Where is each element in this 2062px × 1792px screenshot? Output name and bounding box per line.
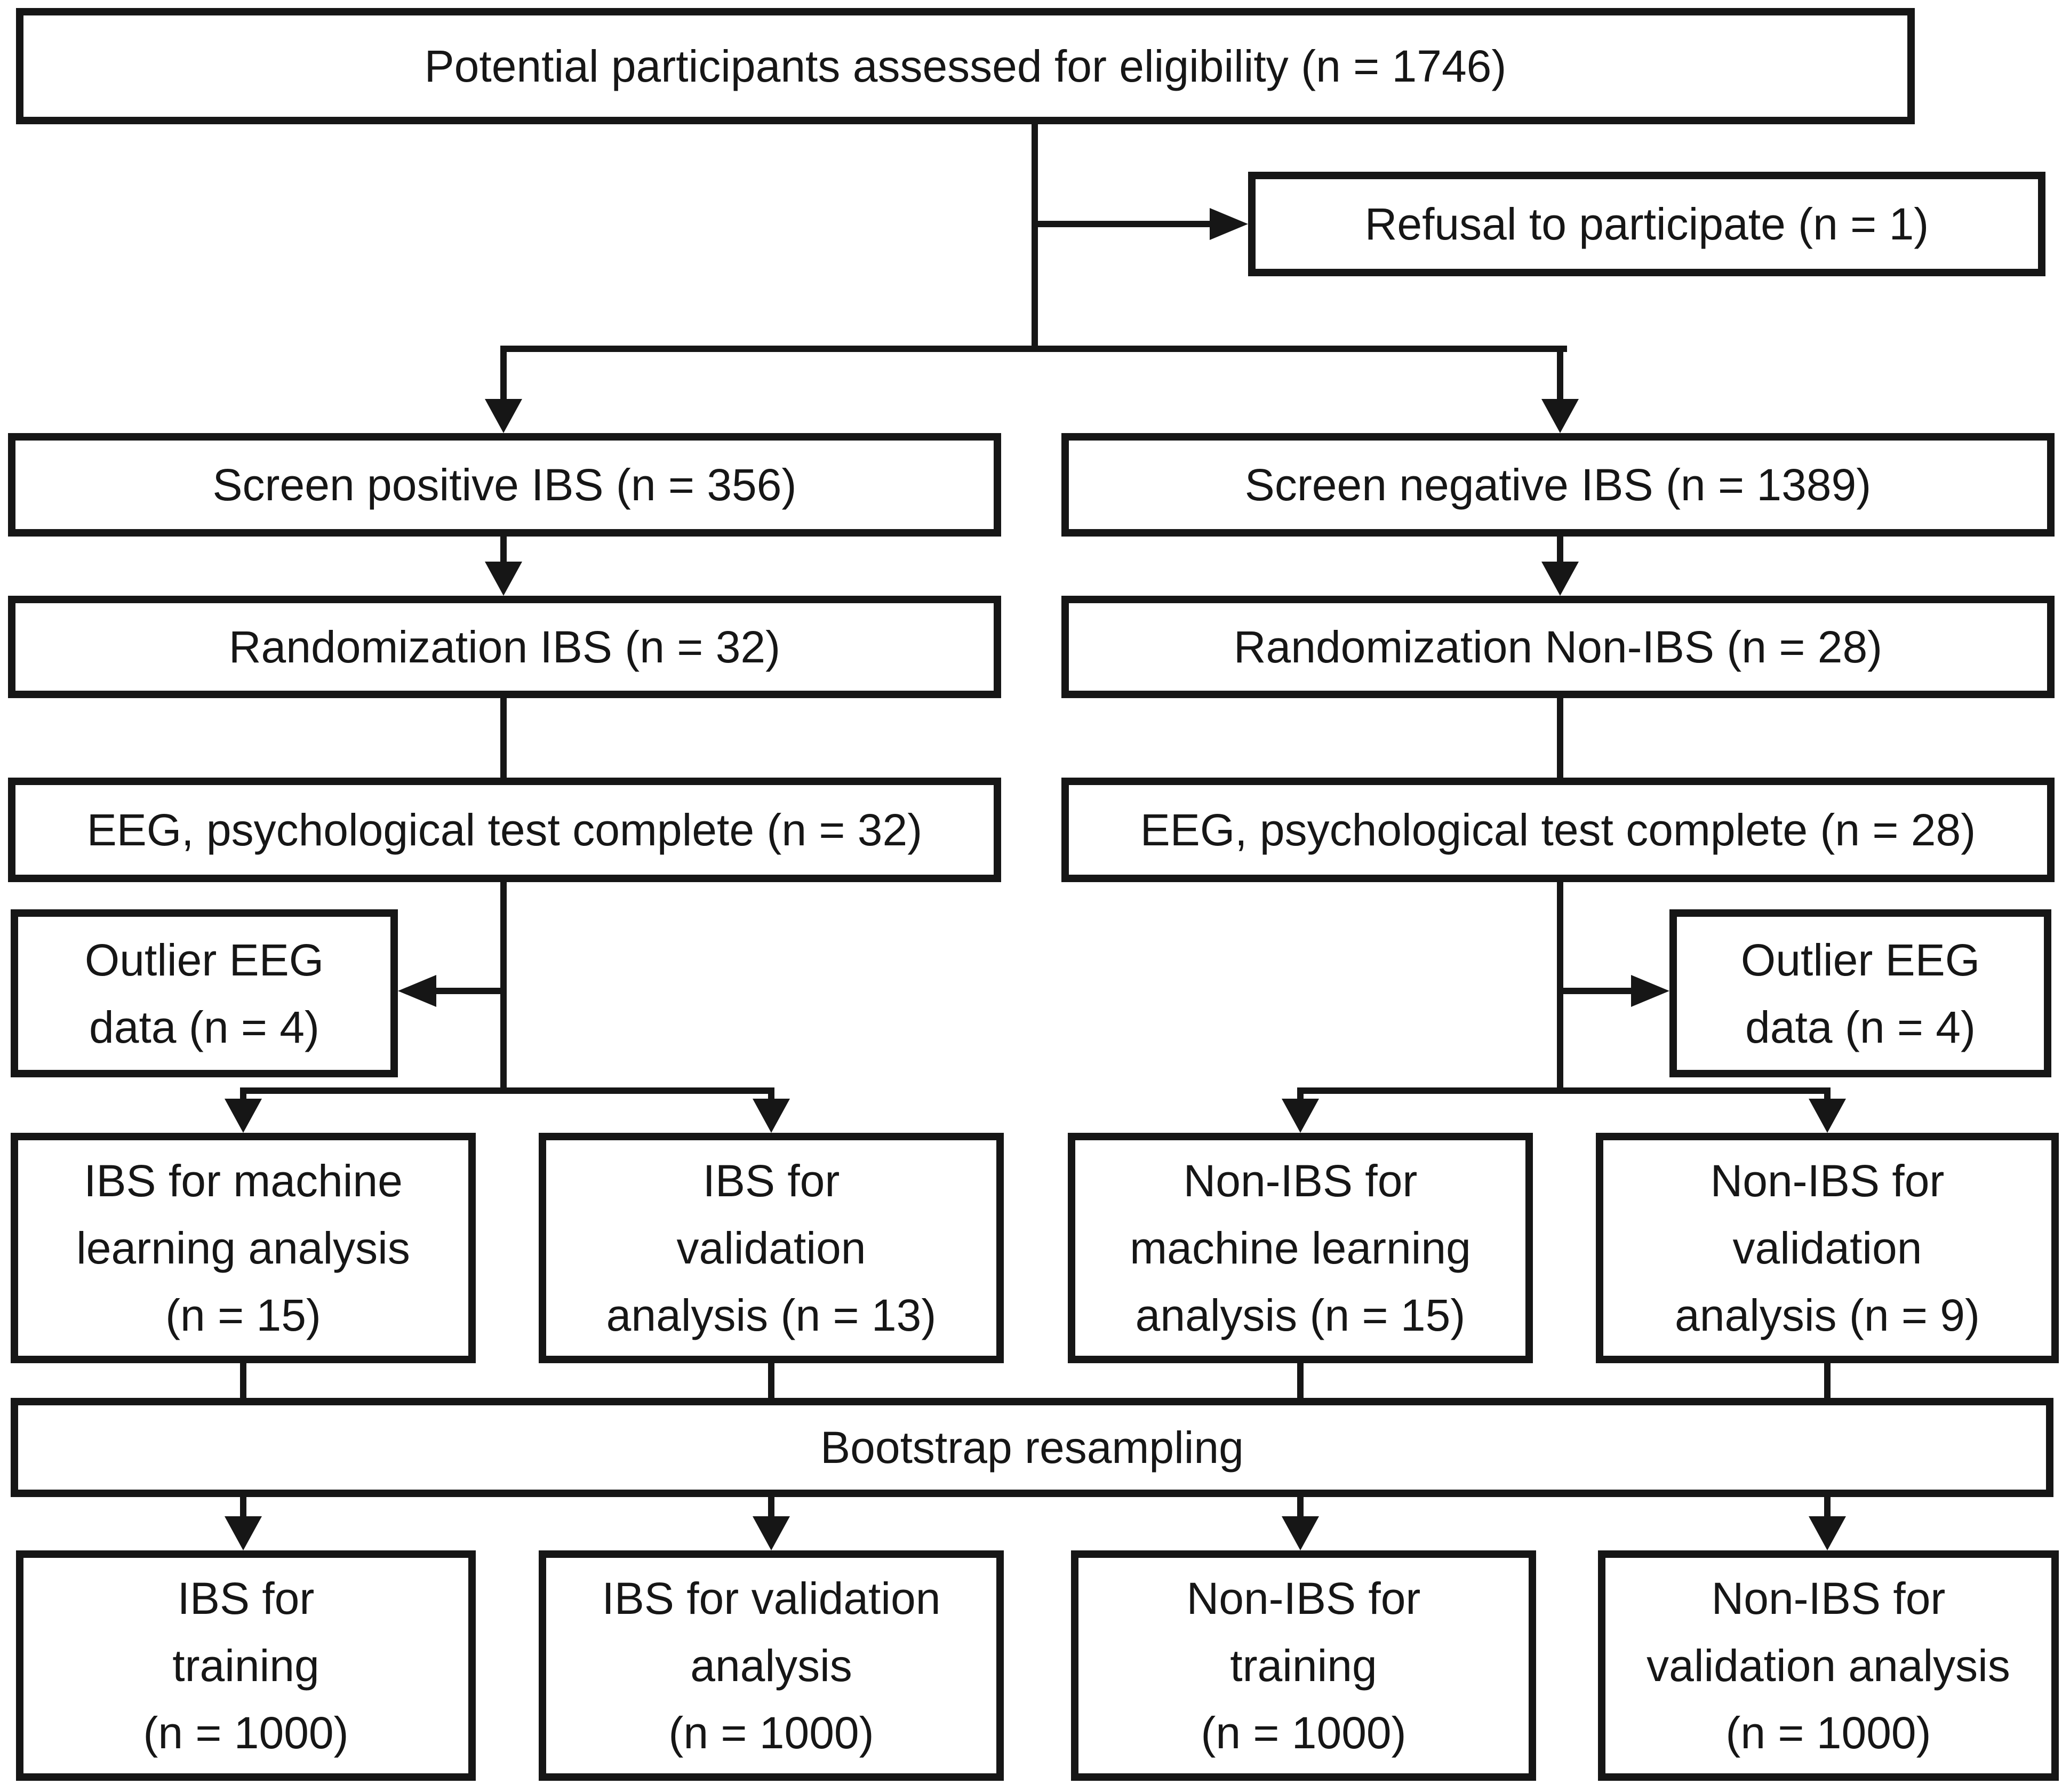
connector-line <box>1032 124 1038 346</box>
arrowhead-left-icon <box>398 975 436 1007</box>
flow-box-screen-positive: Screen positive IBS (n = 356) <box>8 433 1001 537</box>
arrowhead-down-icon <box>225 1516 262 1550</box>
connector-line <box>1560 988 1631 994</box>
flow-box-non-ibs-validation-bootstrap: Non-IBS for validation analysis (n = 100… <box>1598 1550 2059 1781</box>
connector-line <box>500 346 1567 352</box>
box-label: training <box>1230 1641 1377 1691</box>
arrowhead-down-icon <box>225 1099 262 1133</box>
box-label: (n = 1000) <box>143 1708 349 1758</box>
arrowhead-right-icon <box>1631 975 1669 1007</box>
box-label: data (n = 4) <box>1745 1002 1976 1052</box>
arrowhead-down-icon <box>1282 1099 1319 1133</box>
box-label: EEG, psychological test complete (n = 32… <box>86 805 923 855</box>
box-label: training <box>172 1641 319 1691</box>
box-label: EEG, psychological test complete (n = 28… <box>1140 805 1976 855</box>
flow-box-refusal: Refusal to participate (n = 1) <box>1248 172 2045 276</box>
connector-line <box>500 346 507 402</box>
flow-box-non-ibs-validation: Non-IBS for validation analysis (n = 9) <box>1596 1133 2059 1363</box>
connector-line <box>240 1087 774 1094</box>
box-label: machine learning <box>1130 1223 1471 1273</box>
box-label: learning analysis <box>76 1223 410 1273</box>
box-label: analysis (n = 15) <box>1135 1290 1466 1340</box>
box-label: Non-IBS for <box>1183 1156 1418 1206</box>
box-label: validation <box>676 1223 866 1273</box>
box-label: (n = 1000) <box>668 1708 874 1758</box>
arrowhead-right-icon <box>1210 208 1248 240</box>
connector-line <box>500 698 507 778</box>
flow-box-screen-negative: Screen negative IBS (n = 1389) <box>1061 433 2055 537</box>
flow-box-randomization-ibs: Randomization IBS (n = 32) <box>8 596 1001 698</box>
box-label: IBS for <box>177 1573 315 1623</box>
arrowhead-down-icon <box>1809 1516 1846 1550</box>
box-label: Screen negative IBS (n = 1389) <box>1244 460 1872 510</box>
flow-box-ibs-validation: IBS for validation analysis (n = 13) <box>539 1133 1004 1363</box>
flow-box-ibs-training: IBS for training (n = 1000) <box>16 1550 476 1781</box>
box-label: Refusal to participate (n = 1) <box>1364 199 1929 249</box>
box-label: Bootstrap resampling <box>820 1422 1244 1473</box>
flow-box-ibs-machine-learning: IBS for machine learning analysis (n = 1… <box>11 1133 476 1363</box>
flow-box-non-ibs-training: Non-IBS for training (n = 1000) <box>1071 1550 1536 1781</box>
connector-line <box>1032 221 1210 227</box>
connector-line <box>240 1363 246 1398</box>
connector-line <box>1297 1087 1831 1094</box>
box-label: Outlier EEG <box>1740 934 1980 985</box>
box-label: Non-IBS for <box>1186 1573 1421 1623</box>
box-label: validation <box>1732 1223 1922 1273</box>
arrowhead-down-icon <box>753 1099 790 1133</box>
box-label: (n = 1000) <box>1725 1708 1931 1758</box>
connector-line <box>1297 1363 1304 1398</box>
box-label: Potential participants assessed for elig… <box>424 41 1507 91</box>
connector-line <box>768 1363 774 1398</box>
connector-line <box>1557 537 1563 566</box>
box-label: IBS for <box>702 1156 840 1206</box>
box-label: Non-IBS for <box>1710 1156 1945 1206</box>
arrowhead-down-icon <box>1282 1516 1319 1550</box>
box-label: data (n = 4) <box>89 1002 319 1052</box>
flow-box-eeg-ibs: EEG, psychological test complete (n = 32… <box>8 778 1001 882</box>
connector-line <box>1557 698 1563 778</box>
box-label: (n = 15) <box>165 1290 321 1340</box>
flow-box-ibs-validation-bootstrap: IBS for validation analysis (n = 1000) <box>539 1550 1004 1781</box>
flow-box-eeg-non-ibs: EEG, psychological test complete (n = 28… <box>1061 778 2055 882</box>
flow-box-eligibility: Potential participants assessed for elig… <box>16 8 1915 124</box>
box-label: Outlier EEG <box>84 934 324 985</box>
arrowhead-down-icon <box>485 562 522 596</box>
box-label: analysis <box>690 1641 852 1691</box>
connector-line <box>1557 346 1563 402</box>
connector-line <box>500 537 507 566</box>
connector-line <box>436 988 505 994</box>
connector-line <box>1824 1363 1831 1398</box>
arrowhead-down-icon <box>1541 562 1579 596</box>
flow-box-randomization-non-ibs: Randomization Non-IBS (n = 28) <box>1061 596 2055 698</box>
arrowhead-down-icon <box>753 1516 790 1550</box>
box-label: IBS for validation <box>602 1573 941 1623</box>
box-label: Non-IBS for <box>1711 1573 1946 1623</box>
box-label: analysis (n = 13) <box>606 1290 937 1340</box>
arrowhead-down-icon <box>485 399 522 433</box>
box-label: analysis (n = 9) <box>1675 1290 1980 1340</box>
box-label: (n = 1000) <box>1201 1708 1406 1758</box>
flow-box-non-ibs-machine-learning: Non-IBS for machine learning analysis (n… <box>1068 1133 1533 1363</box>
box-label: validation analysis <box>1647 1641 2010 1691</box>
box-label: Screen positive IBS (n = 356) <box>212 460 797 510</box>
flow-box-outlier-non-ibs: Outlier EEG data (n = 4) <box>1669 909 2051 1077</box>
flow-box-bootstrap-resampling: Bootstrap resampling <box>11 1398 2053 1497</box>
box-label: IBS for machine <box>84 1156 403 1206</box>
flow-box-outlier-ibs: Outlier EEG data (n = 4) <box>11 909 398 1077</box>
arrowhead-down-icon <box>1809 1099 1846 1133</box>
arrowhead-down-icon <box>1541 399 1579 433</box>
box-label: Randomization IBS (n = 32) <box>228 622 781 672</box>
box-label: Randomization Non-IBS (n = 28) <box>1233 622 1883 672</box>
